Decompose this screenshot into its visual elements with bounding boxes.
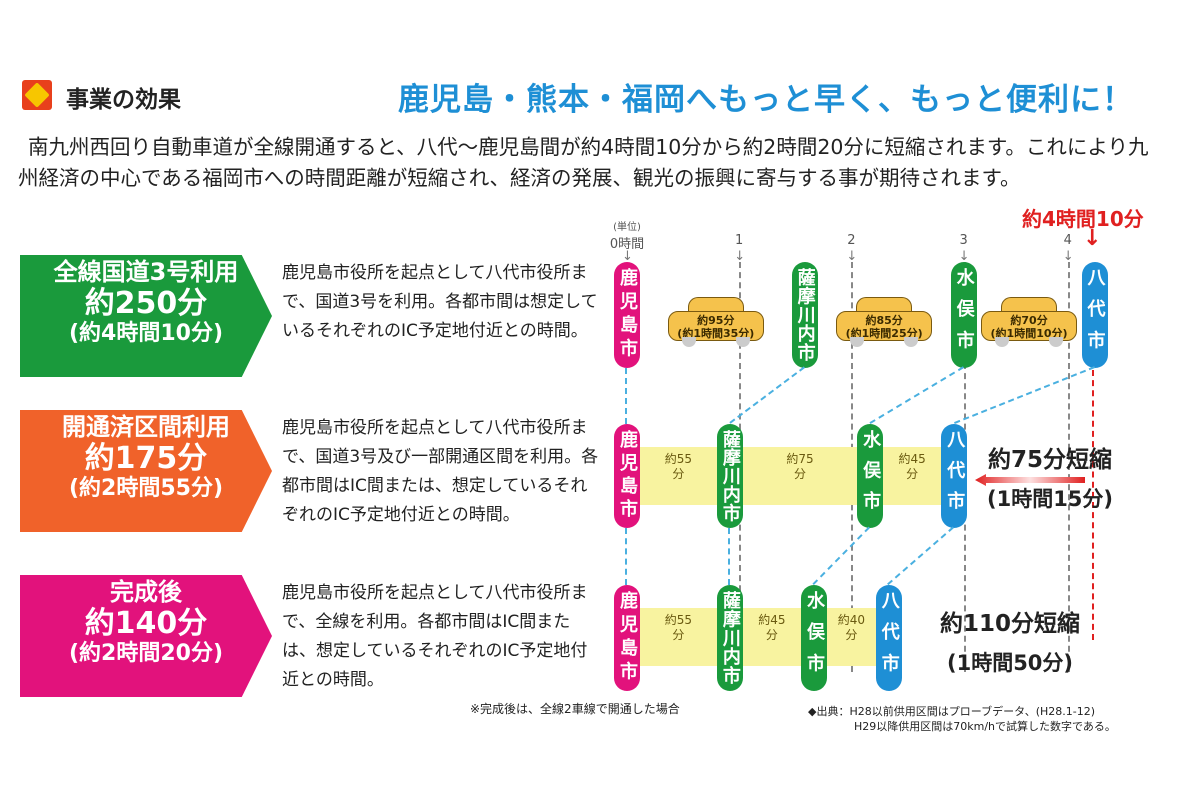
car-icon: 約95分(約1時間35分) <box>667 297 764 347</box>
city-name: 鹿児島市 <box>617 430 638 522</box>
section-icon <box>22 80 52 110</box>
city-marker-yatsushiro: 八代市 <box>1081 262 1108 368</box>
saving-label: 約75分短縮 <box>987 447 1112 473</box>
total-time-line <box>1092 370 1094 640</box>
time-band <box>627 447 955 505</box>
intro-text: 南九州西回り自動車道が全線開通すると、八代～鹿児島間が約4時間10分から約2時間… <box>18 135 1149 190</box>
saving-hours: (1時間15分) <box>986 487 1114 511</box>
scenario-label: 全線国道3号利用 <box>53 258 239 286</box>
city-name: 薩摩川内市 <box>719 591 741 685</box>
segment-time: 約40分 <box>837 613 866 642</box>
scenario-label: 完成後 <box>110 578 182 606</box>
main-title: 鹿児島・熊本・福岡へもっと早く、もっと便利に！ <box>398 82 1134 118</box>
city-name: 薩摩川内市 <box>719 430 741 522</box>
scenario-description: 鹿児島市役所を起点として八代市役所まで、全線を利用。各都市間はIC間または、想定… <box>282 583 588 690</box>
car-minutes: 約85分 <box>865 314 903 327</box>
city-name: 八代市 <box>1084 268 1106 362</box>
segment-time: 約55分 <box>664 452 693 481</box>
scenario-minutes: 約140分 <box>84 605 208 641</box>
down-arrow-icon: ↓ <box>958 249 970 264</box>
axis-tick-label: 2 <box>847 233 856 248</box>
scenario-minutes: 約250分 <box>84 285 208 321</box>
source-note-1: ◆出典：H28以前供用区間はプローブデータ、(H28.1-12) <box>808 705 1096 718</box>
city-name: 水俣市 <box>860 430 882 522</box>
scenario-description: 鹿児島市役所を起点として八代市役所まで、国道3号を利用。各都市間は想定しているそ… <box>282 263 598 341</box>
city-marker-kagoshima: 鹿児島市 <box>614 262 640 368</box>
segment-time: 約45分 <box>898 452 926 481</box>
segment-time: 約75分 <box>786 452 814 481</box>
car-hours: (約1時間10分) <box>990 327 1068 340</box>
complete-note: ※完成後は、全線2車線で開通した場合 <box>470 702 680 716</box>
city-name: 薩摩川内市 <box>794 268 816 362</box>
city-name: 八代市 <box>878 591 900 685</box>
scenario-label: 開通済区間利用 <box>62 413 230 441</box>
red-down-arrow-icon: ↓ <box>1083 226 1102 251</box>
scenario-minutes: 約175分 <box>84 440 208 476</box>
total-time-label: 約4時間10分 <box>1022 207 1144 231</box>
scenario-hours: (約2時間55分) <box>68 476 224 502</box>
connector-line <box>625 528 627 585</box>
city-marker-satsumasendai: 薩摩川内市 <box>716 424 743 528</box>
connector-line <box>625 368 627 424</box>
car-icon: 約85分(約1時間25分) <box>836 297 933 347</box>
down-arrow-icon: ↓ <box>846 249 858 264</box>
connector-line <box>887 526 955 585</box>
city-marker-minamata: 水俣市 <box>857 424 884 528</box>
axis-unit: (単位) <box>613 222 641 233</box>
car-minutes: 約95分 <box>697 314 735 327</box>
city-marker-yatsushiro: 八代市 <box>941 424 968 528</box>
segment-time: 約55分 <box>664 613 693 642</box>
axis-tick-label: 4 <box>1063 233 1072 248</box>
axis-tick-label: 3 <box>959 233 968 248</box>
connector-line <box>953 366 1095 424</box>
down-arrow-icon: ↓ <box>622 249 633 264</box>
city-marker-kagoshima: 鹿児島市 <box>614 585 640 691</box>
scenario-badge: 全線国道3号利用約250分(約4時間10分) <box>20 255 272 377</box>
time-band <box>627 608 889 666</box>
scenario-badge: 開通済区間利用約175分(約2時間55分) <box>20 410 272 532</box>
hour-gridline <box>1067 262 1070 672</box>
city-name: 鹿児島市 <box>617 591 638 685</box>
city-name: 水俣市 <box>953 268 975 362</box>
car-hours: (約1時間25分) <box>845 327 923 340</box>
scenario-hours: (約4時間10分) <box>68 321 224 347</box>
connector-line <box>869 366 964 424</box>
source-note-2: H29以降供用区間は70km/hで試算した数字である。 <box>854 720 1116 733</box>
car-time: 約85分(約1時間25分) <box>836 311 933 341</box>
saving-hours: (1時間50分) <box>946 651 1074 675</box>
city-marker-kagoshima: 鹿児島市 <box>614 424 640 528</box>
city-marker-minamata: 水俣市 <box>801 585 827 691</box>
saving-label: 約110分短縮 <box>939 611 1080 637</box>
segment-time: 約45分 <box>758 613 786 642</box>
city-name: 八代市 <box>944 430 966 522</box>
city-marker-satsumasendai: 薩摩川内市 <box>716 585 743 691</box>
city-marker-satsumasendai: 薩摩川内市 <box>791 262 818 368</box>
car-hours: (約1時間35分) <box>677 327 755 340</box>
city-name: 鹿児島市 <box>617 268 638 362</box>
scenario-badge: 完成後約140分(約2時間20分) <box>20 575 272 697</box>
section-title: 事業の効果 <box>66 87 181 113</box>
axis-tick-label: 1 <box>735 233 744 248</box>
connector-line <box>727 528 730 585</box>
left-arrow-icon <box>975 474 1085 486</box>
car-minutes: 約70分 <box>1010 314 1048 327</box>
car-time: 約70分(約1時間10分) <box>981 311 1078 341</box>
connector-line <box>812 526 871 585</box>
car-icon: 約70分(約1時間10分) <box>981 297 1078 347</box>
city-marker-minamata: 水俣市 <box>950 262 977 368</box>
scenario-description: 鹿児島市役所を起点として八代市役所まで、国道3号及び一部開通区間を利用。各都市間… <box>282 418 599 525</box>
down-arrow-icon: ↓ <box>1062 249 1074 264</box>
axis-tick-label: 0時間 <box>609 237 645 252</box>
car-time: 約95分(約1時間35分) <box>667 311 764 341</box>
scenario-hours: (約2時間20分) <box>68 641 224 667</box>
city-marker-yatsushiro: 八代市 <box>875 585 902 691</box>
down-arrow-icon: ↓ <box>734 249 746 264</box>
city-name: 水俣市 <box>804 591 825 685</box>
